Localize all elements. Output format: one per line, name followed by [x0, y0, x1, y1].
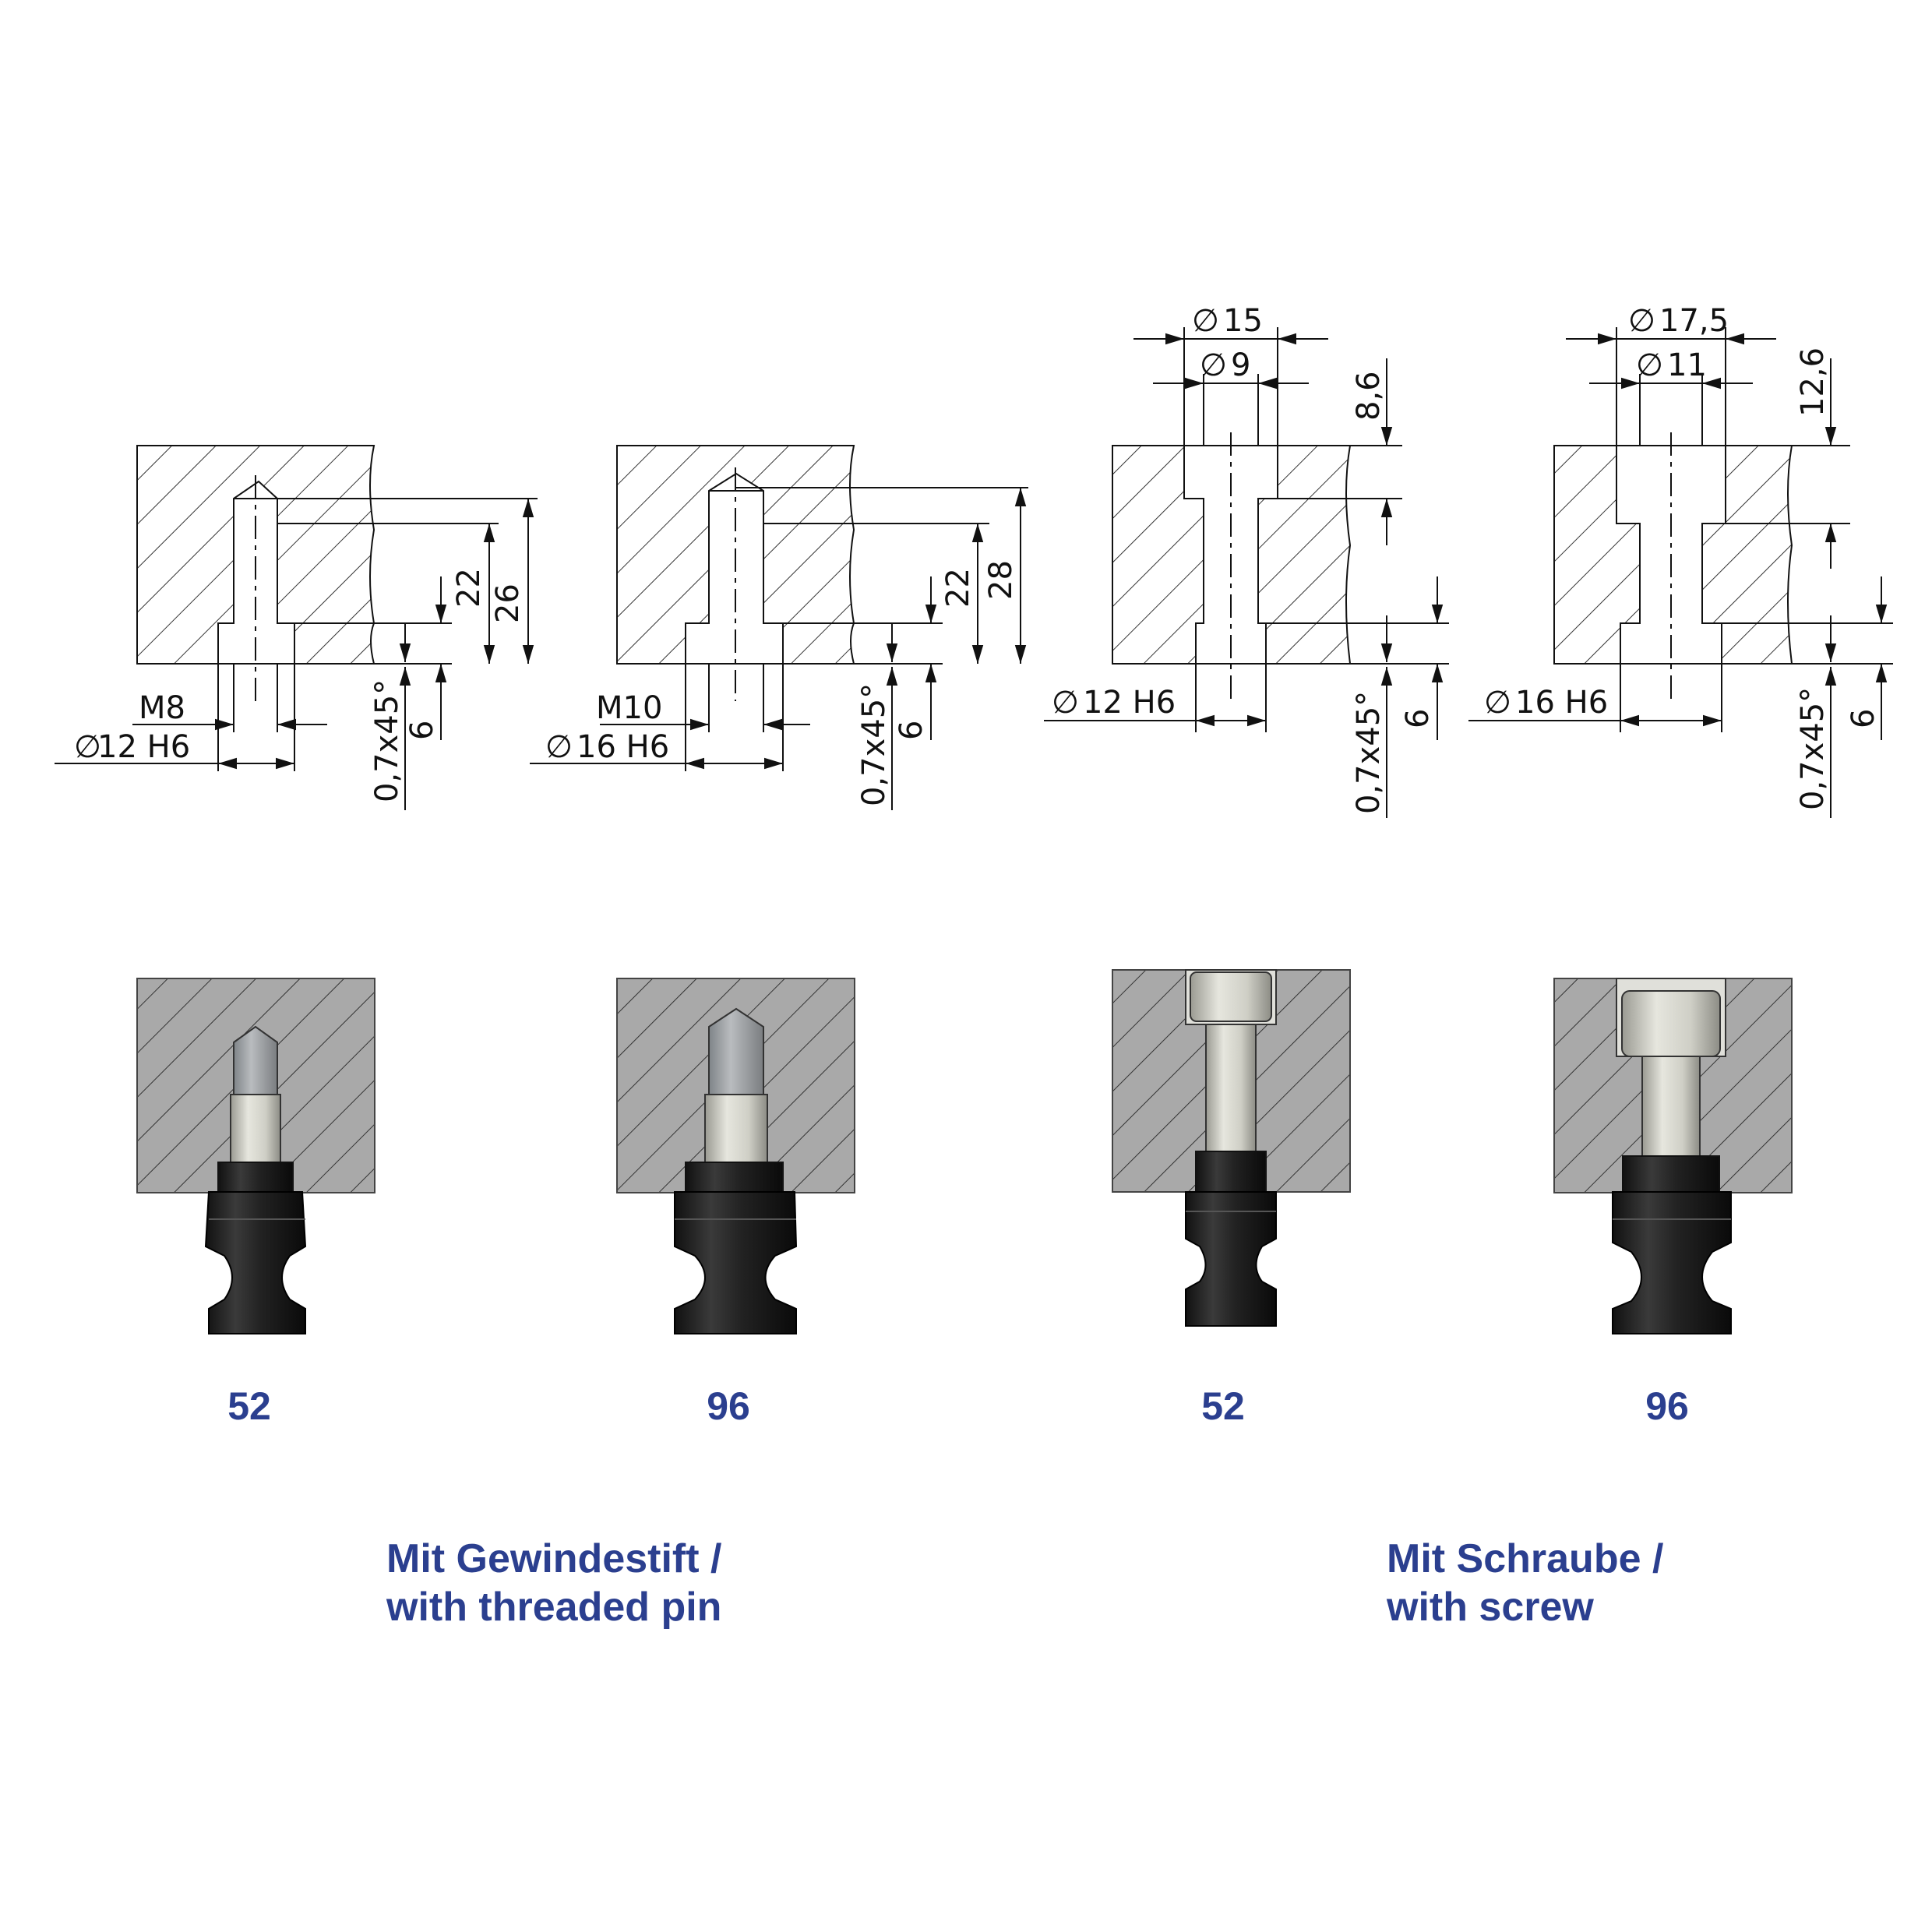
bore-label: 16 H6 [576, 729, 669, 765]
render-threaded-pin-52 [136, 978, 375, 1334]
bore-label: 16 H6 [1515, 685, 1608, 721]
bore-label: 12 H6 [97, 729, 190, 765]
model-number: 52 [1201, 1384, 1245, 1428]
bore-cutout [685, 472, 784, 665]
depth-inner-label: 22 [451, 568, 487, 608]
drawing-screw-52: ∅ 15 ∅ 9 8,6 ∅ 12 H6 6 0,7x45° [1044, 303, 1449, 818]
diameter-symbol: ∅ [1192, 303, 1219, 339]
shank-dia-label: 9 [1231, 347, 1250, 383]
screw-shank [1641, 1056, 1701, 1158]
depth-inner-label: 22 [940, 568, 976, 608]
thread-label: M8 [139, 690, 185, 726]
diameter-symbol: ∅ [1636, 347, 1663, 383]
caption-screw-line1: Mit Schraube / [1387, 1536, 1663, 1581]
clamping-pin [674, 1191, 798, 1334]
diameter-symbol: ∅ [74, 729, 101, 765]
clamping-pin [1612, 1191, 1732, 1334]
diameter-symbol: ∅ [545, 729, 573, 765]
screw-shank [1205, 1024, 1257, 1154]
model-number: 96 [1645, 1384, 1689, 1428]
caption-screw-line2: with screw [1386, 1585, 1594, 1630]
clamping-pin [1185, 1191, 1277, 1327]
bore-label: 12 H6 [1083, 685, 1176, 721]
model-number: 52 [227, 1384, 271, 1428]
head-depth-label: 12,6 [1795, 347, 1831, 417]
caption-threaded-pin-line1: Mit Gewindestift / [386, 1536, 721, 1581]
diameter-symbol: ∅ [1052, 685, 1079, 721]
chamfer-label: 0,7x45° [1795, 687, 1831, 810]
head-dia-label: 15 [1223, 303, 1263, 339]
step-label: 6 [894, 721, 929, 740]
drawing-screw-96: ∅ 17,5 ∅ 11 12,6 ∅ 16 H6 6 0,7x45° [1468, 303, 1893, 818]
step-label: 6 [1846, 709, 1881, 728]
head-depth-label: 8,6 [1351, 371, 1387, 421]
diameter-symbol: ∅ [1628, 303, 1655, 339]
model-number: 96 [707, 1384, 750, 1428]
step-label: 6 [1400, 709, 1436, 728]
diameter-symbol: ∅ [1200, 347, 1227, 383]
screw-head [1190, 971, 1272, 1022]
threaded-pin [233, 1025, 278, 1095]
shank-dia-label: 11 [1667, 347, 1707, 383]
head-dia-label: 17,5 [1659, 303, 1729, 339]
caption-threaded-pin-line2: with threaded pin [386, 1585, 721, 1630]
screw-head [1621, 990, 1721, 1057]
clamping-pin [204, 1191, 307, 1334]
thread-label: M10 [596, 690, 662, 726]
depth-outer-label: 26 [490, 583, 526, 623]
render-screw-52 [1112, 969, 1351, 1327]
chamfer-label: 0,7x45° [1351, 691, 1387, 814]
render-threaded-pin-96 [616, 978, 855, 1334]
render-screw-96 [1553, 978, 1793, 1334]
diameter-symbol: ∅ [1484, 685, 1511, 721]
drawing-threaded-pin-96: M10 ∅ 16 H6 28 22 6 0,7x45° [530, 445, 1028, 810]
chamfer-label: 0,7x45° [856, 683, 892, 806]
drawing-threaded-pin-52: M8 ∅ 12 H6 26 22 6 0,7x45° [55, 445, 538, 810]
step-label: 6 [404, 721, 440, 740]
depth-outer-label: 28 [983, 560, 1019, 600]
chamfer-label: 0,7x45° [369, 679, 405, 802]
threaded-pin [708, 1007, 764, 1095]
